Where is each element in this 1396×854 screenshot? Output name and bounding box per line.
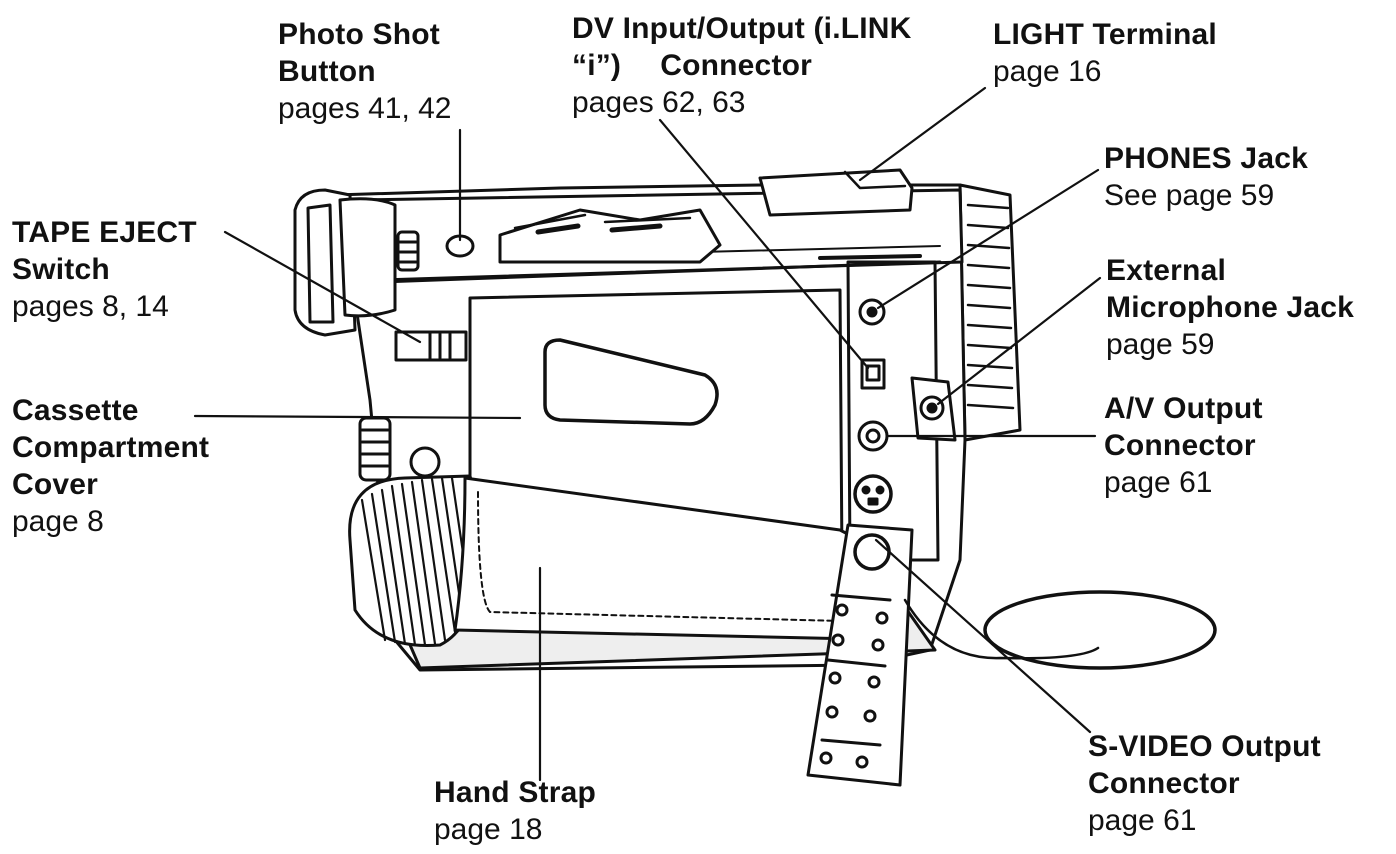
hand-strap-title: Hand Strap — [434, 776, 597, 809]
leader-lines — [193, 86, 1102, 782]
callout-svideo-output: S-VIDEO Output Connector page 61 — [1088, 728, 1321, 839]
viewfinder-eyecup — [293, 188, 397, 337]
svideo-pages: page 61 — [1088, 804, 1197, 837]
cassette-cover-title-2: Compartment — [12, 431, 210, 464]
callout-hand-strap: Hand Strap page 18 — [434, 774, 596, 848]
av-output-title-2: Connector — [1104, 429, 1256, 462]
zoom-rocker — [498, 208, 722, 264]
phones-jack — [858, 298, 886, 326]
dv-io-pages: pages 62, 63 — [572, 86, 746, 119]
hand-strap-pages: page 18 — [434, 813, 543, 846]
tape-eject-title-1: TAPE EJECT — [12, 216, 197, 249]
callout-external-mic: External Microphone Jack page 59 — [1106, 252, 1354, 363]
leader-svideo — [874, 538, 1092, 734]
top-dial — [396, 230, 420, 272]
callout-tape-eject: TAPE EJECT Switch pages 8, 14 — [12, 214, 197, 325]
cassette-cover-title-1: Cassette — [12, 394, 139, 427]
svideo-title-2: Connector — [1088, 767, 1240, 800]
leader-cassette-cover — [193, 414, 522, 420]
phones-jack-pages: See page 59 — [1104, 179, 1275, 212]
callout-light-terminal: LIGHT Terminal page 16 — [993, 16, 1217, 90]
side-dial — [358, 416, 392, 482]
phones-jack-title: PHONES Jack — [1104, 142, 1308, 175]
leader-external-mic — [936, 276, 1102, 406]
lens-barrel — [958, 183, 1022, 442]
leader-light-terminal — [858, 86, 987, 182]
av-output-jack — [857, 420, 889, 452]
callout-cassette-cover: Cassette Compartment Cover page 8 — [12, 392, 209, 540]
dv-io-title-2-line: “i”) Connector — [572, 47, 912, 84]
external-mic-jack — [910, 376, 957, 442]
cassette-cover-title-3: Cover — [12, 468, 99, 501]
callout-photo-shot: Photo Shot Button pages 41, 42 — [278, 16, 451, 127]
leader-phones-jack — [876, 168, 1100, 310]
photo-shot-title-2: Button — [278, 55, 376, 88]
tape-eject-title-2: Switch — [12, 253, 110, 286]
external-mic-title-2: Microphone Jack — [1106, 291, 1355, 324]
dv-io-title-2: Connector — [660, 49, 813, 82]
lens-cap — [903, 590, 1217, 670]
cassette-cover-pages: page 8 — [12, 505, 104, 538]
callout-dv-io: DV Input/Output (i.LINK “i”) Connector p… — [572, 10, 912, 121]
light-terminal-shoe — [758, 168, 914, 217]
leader-dv-connector — [658, 118, 870, 370]
grip-strap-tab — [806, 523, 914, 787]
callout-phones-jack: PHONES Jack See page 59 — [1104, 140, 1308, 214]
av-output-title-1: A/V Output — [1104, 392, 1263, 425]
external-mic-title-1: External — [1106, 254, 1226, 287]
dv-io-title-1: DV Input/Output (i.LINK — [572, 12, 912, 45]
light-terminal-pages: page 16 — [993, 55, 1102, 88]
av-output-pages: page 61 — [1104, 466, 1213, 499]
photo-shot-title-1: Photo Shot — [278, 18, 440, 51]
svideo-jack — [853, 474, 893, 514]
light-terminal-title: LIGHT Terminal — [993, 18, 1217, 51]
leader-tape-eject — [223, 230, 422, 344]
callout-av-output: A/V Output Connector page 61 — [1104, 390, 1263, 501]
external-mic-pages: page 59 — [1106, 328, 1215, 361]
tape-eject-pages: pages 8, 14 — [12, 290, 169, 323]
photo-shot-pages: pages 41, 42 — [278, 92, 452, 125]
tape-eject-switch — [394, 330, 468, 362]
svideo-title-1: S-VIDEO Output — [1088, 730, 1321, 763]
ilink-icon: “i”) — [572, 49, 622, 82]
